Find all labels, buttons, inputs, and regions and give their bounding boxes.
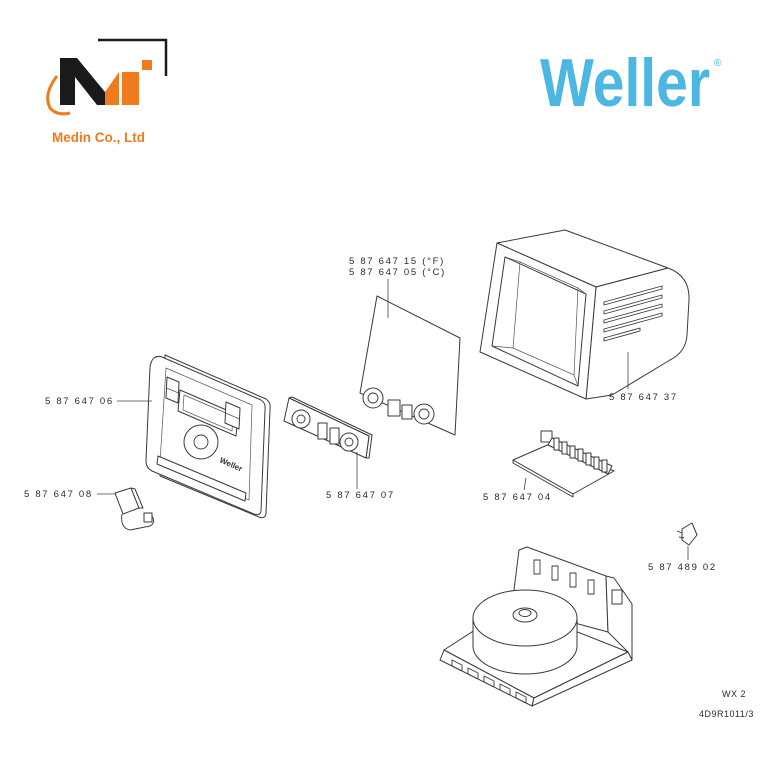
- clip: [114, 487, 155, 531]
- label-plug: 5 87 489 02: [648, 562, 717, 573]
- logo-m-right-diagonal: [105, 72, 119, 105]
- main-pcb: [359, 295, 461, 436]
- logo-orange-arc: [46, 75, 71, 116]
- display-window-inner: [182, 394, 234, 432]
- pcb-connector-middle-a: [387, 399, 401, 417]
- housing-inner-edge-top-right: [577, 287, 587, 295]
- left-button-divider: [166, 387, 179, 394]
- base-unit: [439, 546, 633, 707]
- selector-knob-center: [193, 434, 209, 450]
- left-button-pair: [165, 376, 180, 404]
- vent-slot: [603, 294, 663, 315]
- plug-body: [681, 522, 698, 546]
- back-wall-opening: [569, 572, 577, 588]
- housing-vents: [603, 285, 663, 342]
- housing-inner-edge-bottom-left: [491, 345, 514, 349]
- left-rotary-switch-center: [296, 414, 306, 424]
- front-panel-inner-bezel: [159, 367, 253, 501]
- label-pcb-celsius: 5 87 647 05 (°C): [349, 267, 446, 278]
- front-slot: [499, 683, 511, 696]
- base-front-slots: [451, 659, 527, 704]
- transformer-hub-center: [518, 609, 532, 617]
- clip-side: [130, 487, 144, 509]
- clip-tab: [143, 512, 153, 523]
- vent-slot: [603, 285, 663, 306]
- terminal-post: [553, 437, 560, 451]
- right-wall-socket: [611, 589, 623, 605]
- plug: [676, 522, 698, 546]
- pcb-connector-left: [362, 387, 384, 409]
- front-panel: Weller: [145, 354, 271, 519]
- terminal-board-component: [540, 430, 553, 443]
- brand-trademark: ®: [714, 58, 722, 69]
- medin-logo: Medin Co., Ltd: [46, 38, 168, 145]
- part-labels: 5 87 647 15 (°F) 5 87 647 05 (°C) 5 87 6…: [24, 256, 754, 719]
- vent-slot: [603, 312, 663, 333]
- terminal-post: [585, 452, 592, 466]
- drawing-number: 4D9R1011/3: [699, 709, 754, 719]
- vent-slot: [603, 303, 663, 324]
- front-slot: [451, 659, 463, 672]
- terminal-post: [569, 445, 576, 459]
- right-button-divider: [225, 412, 240, 420]
- terminal-post: [561, 441, 568, 455]
- terminal-board: [512, 430, 615, 498]
- logo-i-stem: [122, 72, 139, 105]
- plug-pin: [676, 530, 683, 534]
- left-rotary-switch: [291, 409, 311, 429]
- logo-i-dot: [142, 60, 152, 70]
- right-rotary-switch-center: [344, 437, 354, 447]
- label-front-panel: 5 87 647 06: [45, 396, 114, 407]
- logo-m-diagonal: [60, 58, 105, 105]
- housing-inner-edge-bottom-right: [573, 374, 579, 387]
- logo-frame-line: [98, 38, 168, 76]
- back-wall-opening: [533, 559, 541, 575]
- display-window: [177, 389, 239, 437]
- label-control-strip: 5 87 647 07: [326, 490, 395, 501]
- label-clip: 5 87 647 08: [24, 489, 93, 500]
- front-slot: [483, 675, 495, 688]
- terminal-board-edge: [512, 459, 574, 498]
- control-strip: [283, 396, 373, 459]
- pcb-connector-right-inner: [418, 408, 430, 420]
- housing-side: [585, 267, 690, 400]
- switch-right: [329, 427, 340, 445]
- terminal-post: [601, 459, 608, 473]
- right-rotary-switch: [339, 432, 359, 452]
- pcb-connector-middle-b: [401, 404, 413, 420]
- pcb-connector-right: [413, 403, 435, 425]
- base-front-edge-right: [531, 651, 633, 707]
- label-housing-cover: 5 87 647 37: [609, 392, 678, 403]
- housing-cover: [479, 229, 690, 400]
- selector-knob: [183, 424, 219, 460]
- right-button-pair: [224, 401, 241, 430]
- back-wall-opening: [551, 565, 559, 581]
- front-slot: [467, 667, 479, 680]
- plug-pin: [678, 536, 685, 539]
- leader-lines: [97, 279, 689, 560]
- vent-slot: [603, 327, 641, 342]
- company-name: Medin Co., Ltd: [52, 130, 145, 145]
- brand-name: Weller: [540, 45, 710, 121]
- terminal-post: [577, 448, 584, 462]
- back-wall-opening: [587, 579, 595, 595]
- leader-terminal-board: [523, 477, 527, 491]
- housing-inner-edge-top-left: [504, 256, 521, 263]
- weller-logo: Weller ®: [540, 45, 722, 121]
- transformer-hub: [512, 607, 538, 623]
- main-pcb-board: [359, 295, 461, 436]
- front-slot: [515, 691, 527, 704]
- front-panel-bottom-slot: [156, 455, 247, 502]
- pcb-connector-left-inner: [367, 392, 379, 404]
- switch-left: [317, 422, 328, 440]
- terminal-post: [593, 456, 600, 470]
- model-name: WX 2: [722, 689, 746, 699]
- clip-wire: [121, 513, 155, 531]
- label-terminal-board: 5 87 647 04: [483, 492, 552, 503]
- label-pcb-fahrenheit: 5 87 647 15 (°F): [349, 256, 445, 267]
